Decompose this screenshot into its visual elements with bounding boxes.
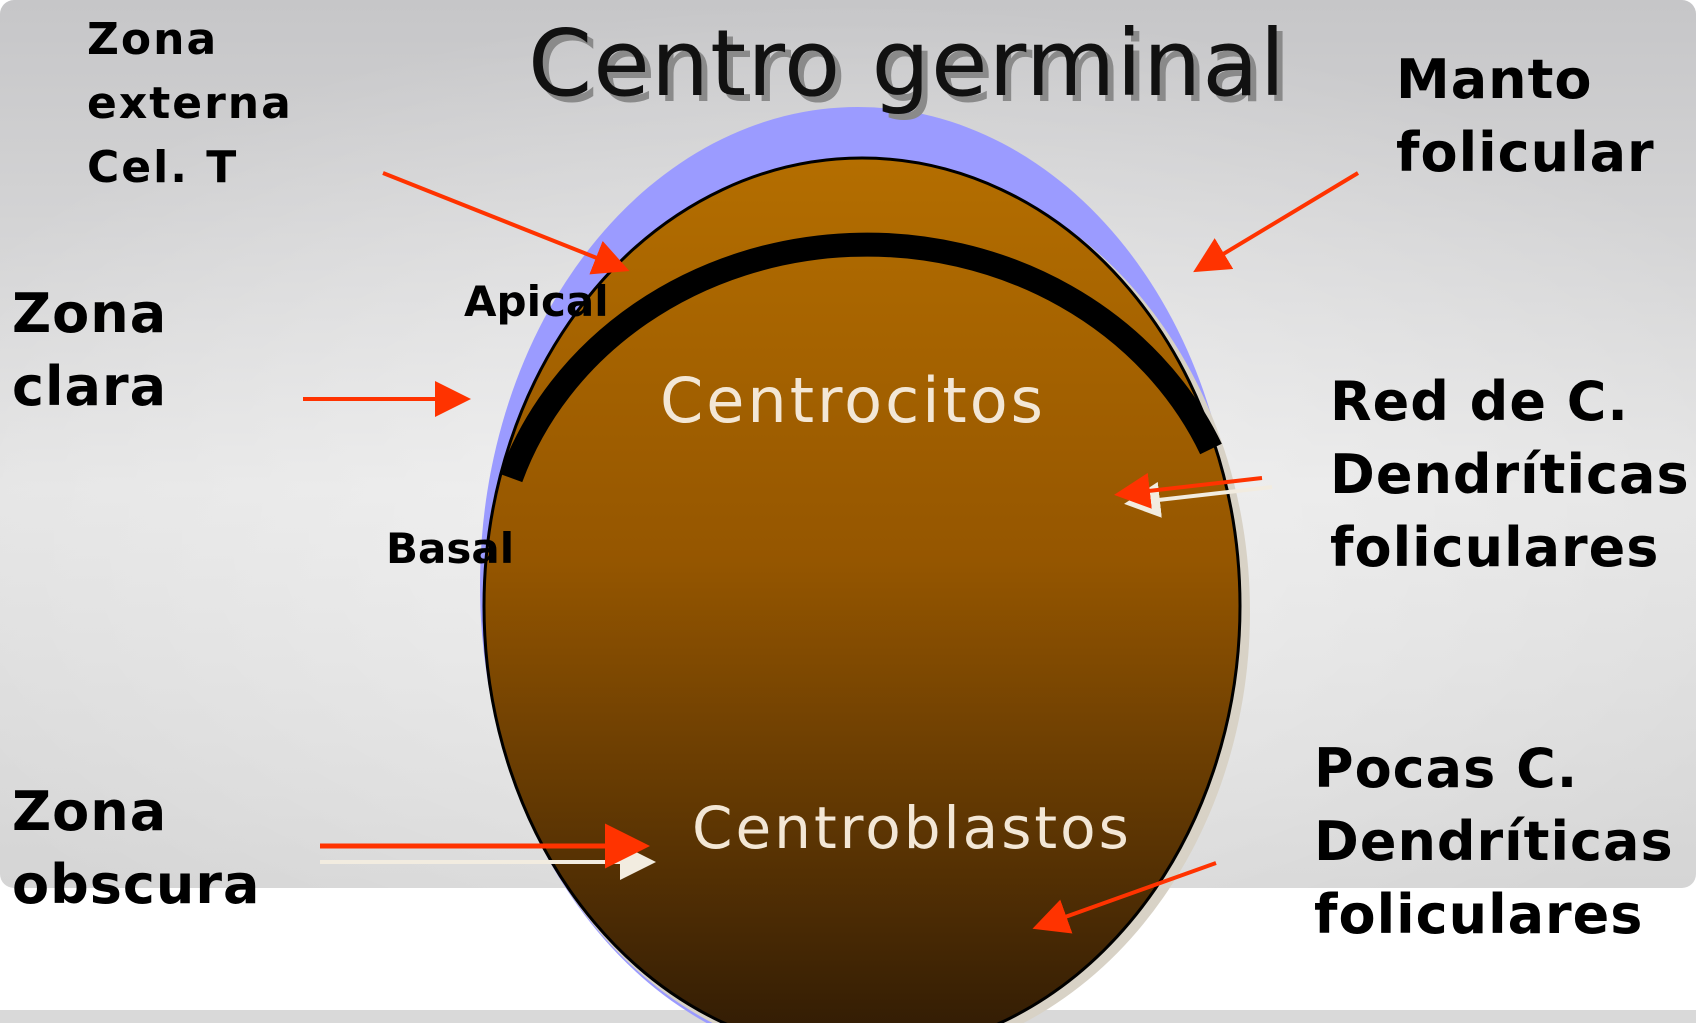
outer-zone-arc [499, 232, 1222, 483]
arrow-manto [1193, 171, 1360, 273]
arrow-red-dendriticas-shadow [1124, 481, 1273, 518]
label-centrocitos: Centrocitos [660, 364, 1046, 437]
label-zona-clara-line1: Zona [12, 282, 168, 345]
label-zona-externa-line1: Zona [87, 14, 219, 65]
label-zona-externa: Zona externa Cel. T [87, 8, 293, 199]
label-zona-obscura-line2: obscura [12, 852, 261, 916]
label-zona-externa-line2: externa [87, 77, 293, 129]
label-red-line1: Red de C. [1330, 370, 1629, 433]
label-zona-clara-line2: clara [12, 354, 168, 418]
follicle-body [482, 156, 1242, 1023]
label-zona-obscura: Zona obscura [12, 776, 260, 922]
label-manto-line2: folicular [1396, 120, 1655, 184]
arrow-red-dendriticas [1114, 472, 1263, 509]
slide-title: Centro germinal [528, 10, 1287, 117]
label-pocas-line2: Dendríticas [1314, 809, 1674, 873]
label-manto-folicular: Manto folicular [1396, 44, 1655, 190]
label-apical: Apical [464, 277, 609, 326]
label-pocas-line1: Pocas C. [1314, 737, 1579, 800]
arrow-zona-externa [382, 171, 630, 275]
label-red-dendriticas: Red de C. Dendríticas foliculares [1330, 366, 1690, 585]
label-pocas-line3: foliculares [1314, 882, 1644, 946]
label-basal: Basal [386, 524, 515, 573]
label-red-line3: foliculares [1330, 515, 1660, 579]
label-manto-line1: Manto [1396, 48, 1593, 111]
arrow-pocas-dendriticas [1032, 861, 1217, 934]
label-pocas-dendriticas: Pocas C. Dendríticas foliculares [1314, 733, 1674, 952]
label-zona-obscura-line1: Zona [12, 780, 168, 843]
label-red-line2: Dendríticas [1330, 442, 1690, 506]
label-centroblastos: Centroblastos [692, 794, 1132, 862]
label-zona-clara: Zona clara [12, 278, 167, 424]
label-zona-externa-line3: Cel. T [87, 141, 239, 193]
